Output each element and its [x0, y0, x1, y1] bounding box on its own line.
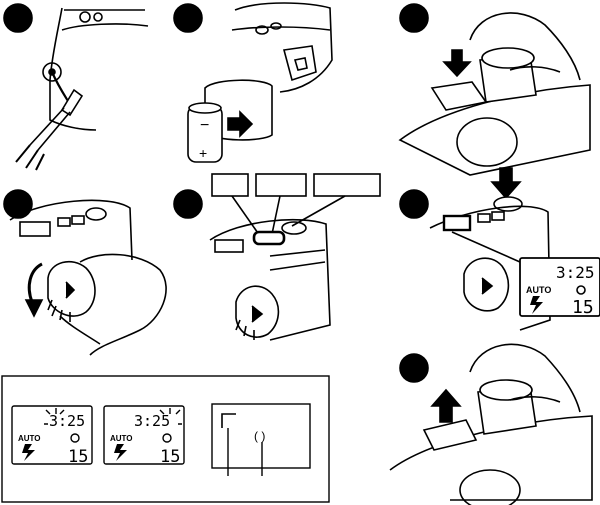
callout-box-2 — [256, 174, 306, 196]
battery-plus-label: + — [199, 145, 207, 161]
inset-a-time: 3:25 — [49, 412, 85, 430]
leader-line-1 — [232, 196, 260, 236]
step-badge-3 — [400, 4, 428, 32]
callout-box-3 — [314, 174, 380, 196]
lcd-frame-count: 15 — [572, 297, 594, 318]
viewfinder-center-mark: ( ) — [254, 429, 265, 443]
panel-step-3 — [400, 4, 590, 175]
step-badge-2 — [174, 4, 202, 32]
inset-display-a: AUTO 3:25 15 — [12, 406, 92, 467]
step-badge-5 — [174, 190, 202, 218]
lcd-mode-label: AUTO — [526, 285, 551, 295]
step-badge-1 — [4, 4, 32, 32]
inset-b-mode-label: AUTO — [110, 434, 133, 443]
panel-step-1 — [4, 4, 148, 170]
callout-box-1 — [212, 174, 248, 196]
step-badge-4 — [4, 190, 32, 218]
inset-panel: AUTO 3:25 15 AUTO 3:25 15 ( ) — [2, 376, 329, 502]
press-down-arrow-icon — [444, 50, 470, 76]
inset-b-time: 3:25 — [134, 412, 170, 430]
lcd-time: 3:25 — [556, 263, 595, 282]
panel-step-6: AUTO 3:25 15 — [400, 168, 600, 330]
panel-step-4 — [4, 190, 166, 355]
leader-line-2 — [272, 196, 280, 234]
lift-up-arrow-icon — [432, 390, 460, 422]
inset-b-frame-count: 15 — [160, 447, 180, 467]
inset-display-b: AUTO 3:25 15 — [104, 406, 184, 467]
step-badge-7 — [400, 354, 428, 382]
step-badge-6 — [400, 190, 428, 218]
mode-buttons — [254, 232, 284, 244]
inset-a-mode-label: AUTO — [18, 434, 41, 443]
rotate-arrow-icon — [29, 264, 42, 302]
inset-viewfinder: ( ) — [212, 404, 310, 476]
panel-step-5 — [174, 174, 380, 340]
press-down-arrow-icon — [492, 168, 520, 198]
panel-step-7 — [390, 344, 592, 505]
inset-a-frame-count: 15 — [68, 447, 88, 467]
battery-minus-label: − — [200, 117, 209, 134]
panel-step-2: − + — [174, 3, 332, 162]
